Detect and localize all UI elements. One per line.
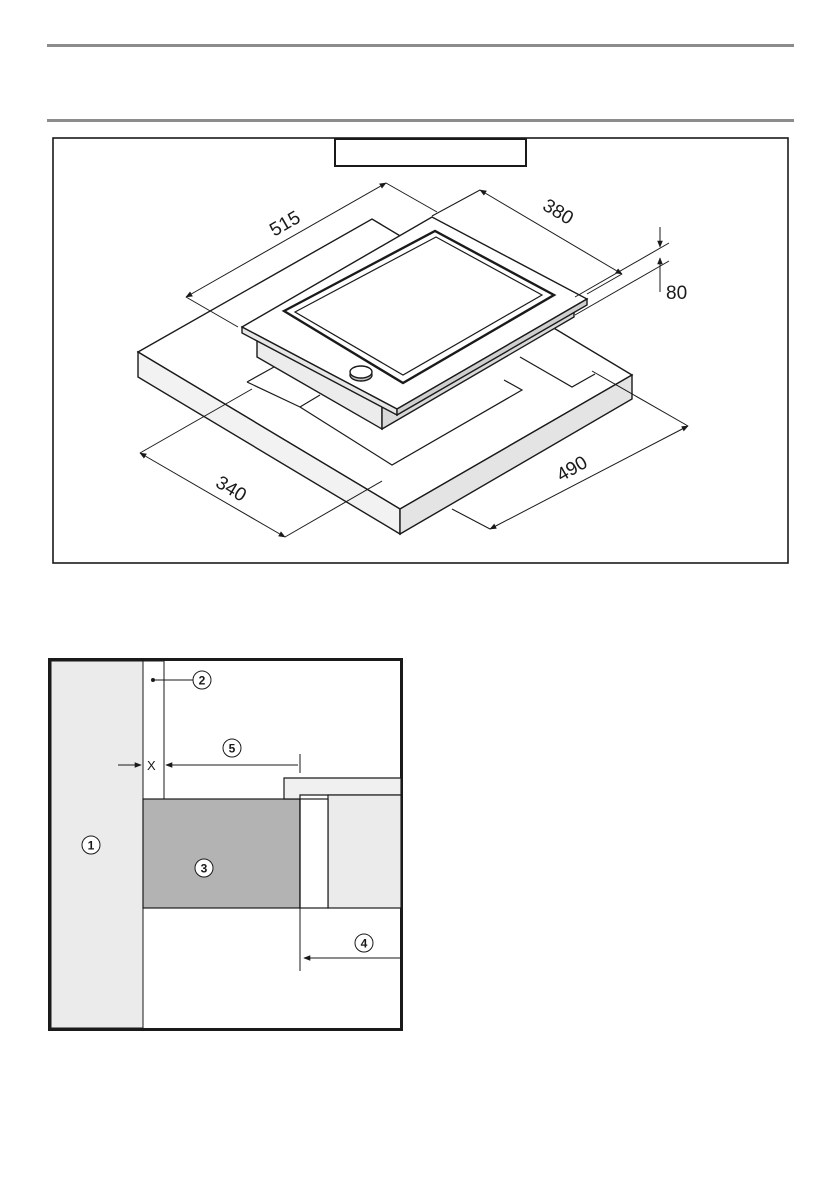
cabinet bbox=[143, 799, 300, 908]
x-label: X bbox=[147, 758, 156, 773]
callout-4-label: 4 bbox=[361, 937, 368, 951]
hob-dimensions-figure: 515 380 80 340 490 bbox=[52, 137, 789, 564]
callout-5-label: 5 bbox=[229, 742, 236, 756]
installation-clearance-figure: X 1 2 3 4 5 bbox=[48, 658, 404, 1032]
control-knob-icon bbox=[350, 366, 372, 381]
callout-4: 4 bbox=[355, 934, 373, 952]
callout-1: 1 bbox=[82, 836, 100, 854]
callout-3-label: 3 bbox=[201, 862, 208, 876]
title-box bbox=[335, 139, 526, 166]
header-rule-bottom bbox=[47, 119, 794, 122]
callout-5: 5 bbox=[223, 739, 241, 757]
callout-3: 3 bbox=[195, 859, 213, 877]
worktop-end bbox=[328, 795, 401, 908]
callout-2-label: 2 bbox=[199, 674, 206, 688]
header-rule-top bbox=[47, 44, 794, 47]
callout-1-label: 1 bbox=[88, 839, 95, 853]
dim-80-label: 80 bbox=[666, 283, 687, 304]
hob-body-gap bbox=[300, 799, 328, 908]
